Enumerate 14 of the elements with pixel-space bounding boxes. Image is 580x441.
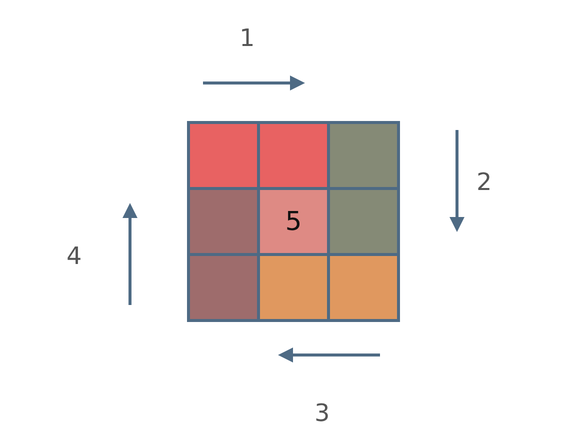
cell-number: 5 [285,208,302,234]
grid-square [327,187,400,256]
grid-square [257,253,330,322]
step-number: 1 [240,26,255,50]
grid-square [327,121,400,190]
grid-square [257,187,330,256]
grid-square [187,187,260,256]
grid-square [327,253,400,322]
step-number: 2 [476,170,492,194]
grid-square [187,253,260,322]
grid-square [187,121,260,190]
step-number: 4 [66,244,82,268]
step-number: 3 [314,401,330,425]
grid-square [257,121,330,190]
